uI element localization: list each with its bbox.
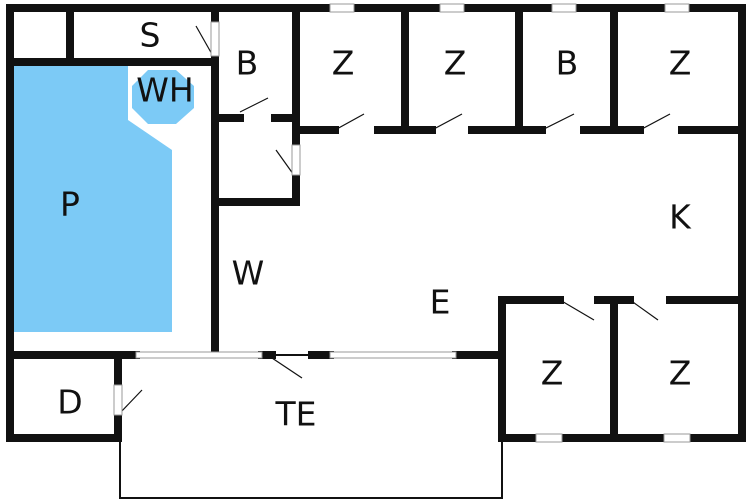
room-label-z4: Z	[541, 354, 564, 393]
room-label-w: W	[232, 254, 265, 293]
room-label-b2: B	[556, 44, 579, 83]
room-label-e: E	[430, 283, 451, 322]
room-label-wh: WH	[136, 71, 193, 110]
room-label-z3: Z	[669, 44, 692, 83]
room-label-z5: Z	[669, 354, 692, 393]
room-label-p: P	[60, 185, 80, 224]
room-label-z1: Z	[332, 44, 355, 83]
windows	[135, 3, 691, 443]
room-label-d: D	[57, 383, 82, 422]
room-label-z2: Z	[444, 44, 467, 83]
door-openings	[113, 21, 301, 416]
room-label-k: K	[669, 198, 692, 237]
room-label-b1: B	[236, 44, 259, 83]
walls	[6, 4, 746, 442]
room-label-te: TE	[274, 395, 316, 434]
pool	[14, 66, 172, 332]
room-label-s: S	[140, 16, 161, 55]
water-heater	[132, 70, 194, 124]
